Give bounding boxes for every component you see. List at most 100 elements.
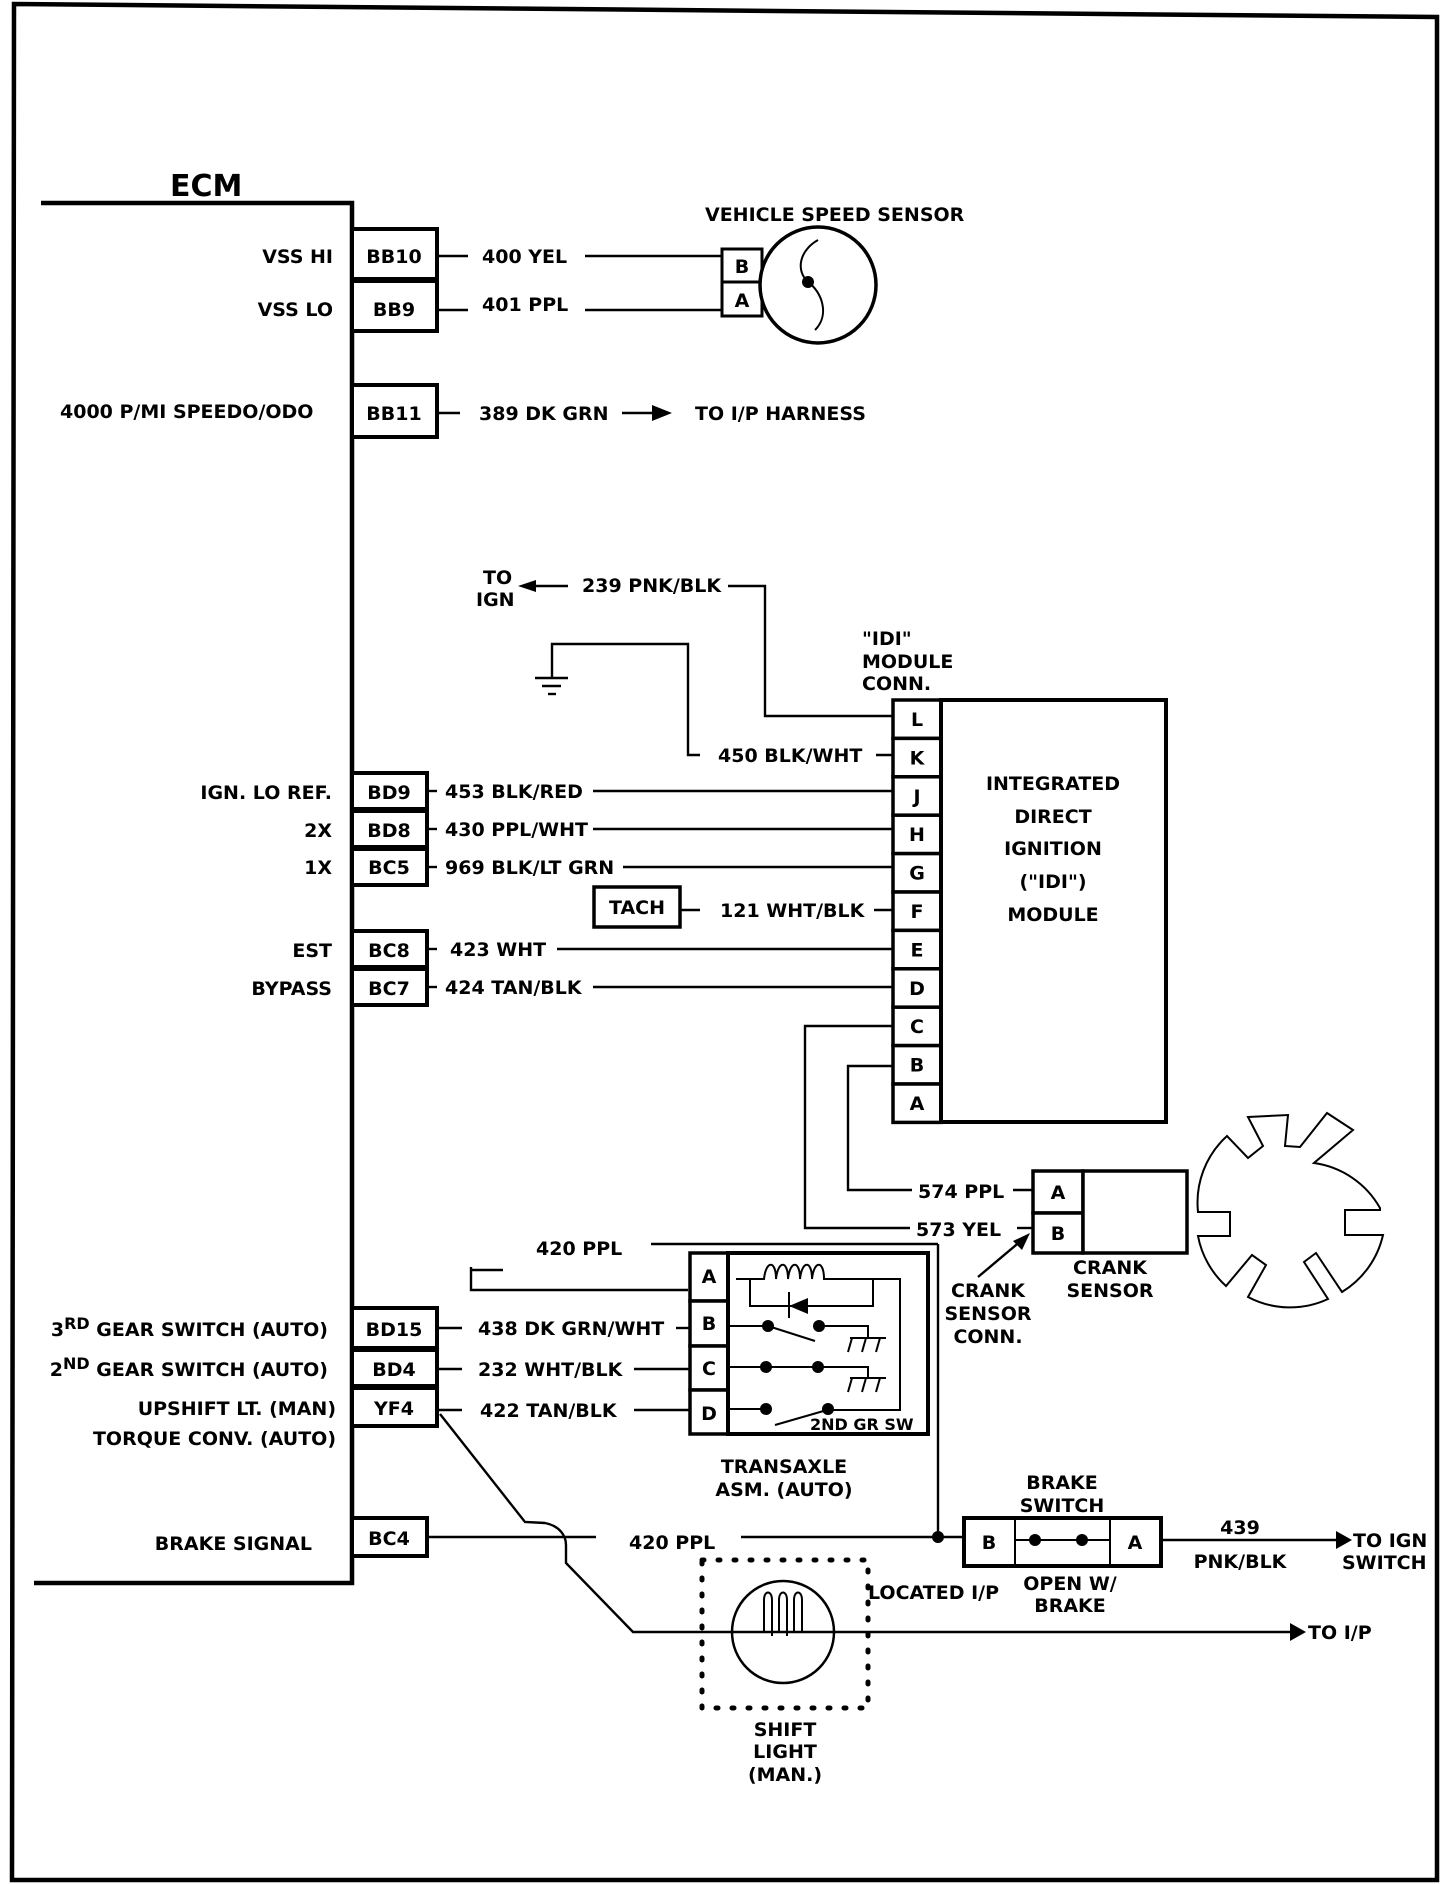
svg-text:VSS HI: VSS HI xyxy=(262,246,333,268)
svg-text:BC8: BC8 xyxy=(368,940,410,962)
svg-text:573 YEL: 573 YEL xyxy=(916,1219,1001,1241)
svg-text:PNK/BLK: PNK/BLK xyxy=(1194,1551,1288,1573)
svg-text:BD9: BD9 xyxy=(367,782,410,804)
svg-text:DIRECT: DIRECT xyxy=(1014,806,1091,828)
svg-text:TO: TO xyxy=(483,567,512,589)
svg-text:EST: EST xyxy=(292,940,332,962)
svg-text:424 TAN/BLK: 424 TAN/BLK xyxy=(445,977,583,999)
idi-pin-label: J xyxy=(911,786,920,808)
svg-text:BB10: BB10 xyxy=(366,246,421,268)
svg-text:CRANK: CRANK xyxy=(951,1280,1026,1302)
svg-text:450 BLK/WHT: 450 BLK/WHT xyxy=(718,745,862,767)
svg-text:"IDI": "IDI" xyxy=(862,628,912,650)
svg-text:969 BLK/LT GRN: 969 BLK/LT GRN xyxy=(445,857,614,879)
svg-text:TO IGN: TO IGN xyxy=(1353,1530,1427,1552)
svg-text:LOCATED I/P: LOCATED I/P xyxy=(868,1582,999,1604)
svg-text:574 PPL: 574 PPL xyxy=(918,1181,1004,1203)
vehicle-speed-sensor: VEHICLE SPEED SENSOR B A xyxy=(705,204,965,345)
svg-text:SHIFT: SHIFT xyxy=(754,1719,817,1741)
svg-text:420 PPL: 420 PPL xyxy=(629,1532,715,1554)
ecm-pin-BD15: BD15 3RD GEAR SWITCH (AUTO) xyxy=(51,1306,439,1350)
reluctor-wheel-icon xyxy=(1196,1111,1385,1309)
splice-dot xyxy=(932,1531,944,1543)
svg-text:D: D xyxy=(701,1403,717,1425)
wire-969-blk-lt-grn: 969 BLK/LT GRN xyxy=(427,857,893,879)
ecm-pin-BB10: BB10 VSS HI xyxy=(262,227,439,281)
transaxle-assembly: 420 PPL A B C D 2ND GR SW xyxy=(469,1238,940,1543)
wire-389-dk-grn: 389 DK GRN TO I/P HARNESS xyxy=(437,403,866,425)
wire-420-ppl-brake: 420 PPL xyxy=(427,1531,963,1554)
tach-wire: TACH 121 WHT/BLK xyxy=(592,885,893,929)
svg-text:423 WHT: 423 WHT xyxy=(450,939,546,961)
svg-text:400 YEL: 400 YEL xyxy=(482,246,567,268)
svg-text:420 PPL: 420 PPL xyxy=(536,1238,622,1260)
wire-422-tan-blk: 422 TAN/BLK xyxy=(437,1400,700,1634)
ecm-pin-BB9: BB9 VSS LO xyxy=(258,279,439,333)
ecm-pin-BB11: BB11 4000 P/MI SPEEDO/ODO xyxy=(60,383,439,439)
idi-pin-label: F xyxy=(911,901,924,923)
ecm-pin-BC7: BC7 BYPASS xyxy=(251,967,429,1007)
ground-icon xyxy=(847,1377,886,1393)
idi-pin-B xyxy=(891,1043,943,1086)
svg-text:IGN: IGN xyxy=(476,589,515,611)
idi-module: INTEGRATED DIRECT IGNITION ("IDI") MODUL… xyxy=(939,698,1168,1124)
svg-text:SENSOR: SENSOR xyxy=(944,1303,1031,1325)
idi-pin-label: L xyxy=(911,709,923,731)
svg-text:430 PPL/WHT: 430 PPL/WHT xyxy=(445,819,588,841)
svg-text:SWITCH: SWITCH xyxy=(1342,1552,1427,1574)
ground-icon xyxy=(847,1337,886,1353)
svg-text:BRAKE SIGNAL: BRAKE SIGNAL xyxy=(155,1533,312,1555)
svg-text:439: 439 xyxy=(1220,1517,1260,1539)
pointer-arrow-icon xyxy=(1013,1233,1030,1250)
wire-450-blk-wht: 450 BLK/WHT xyxy=(535,642,893,767)
svg-text:BC5: BC5 xyxy=(368,857,410,879)
svg-text:B: B xyxy=(1051,1223,1065,1245)
located-ip-boundary xyxy=(699,1557,871,1711)
svg-text:SWITCH: SWITCH xyxy=(1020,1495,1105,1517)
torque-conv-label: TORQUE CONV. (AUTO) xyxy=(93,1428,336,1450)
ecm-title: ECM xyxy=(170,169,242,204)
svg-text:CONN.: CONN. xyxy=(953,1326,1022,1348)
svg-text:BB9: BB9 xyxy=(373,299,415,321)
svg-text:TO I/P: TO I/P xyxy=(1308,1622,1372,1644)
wire-424-tan-blk: 424 TAN/BLK xyxy=(427,977,893,999)
ecm-pin-YF4: YF4 UPSHIFT LT. (MAN) TORQUE CONV. (AUTO… xyxy=(93,1386,439,1450)
svg-text:C: C xyxy=(702,1358,716,1380)
svg-text:CRANK: CRANK xyxy=(1073,1257,1148,1279)
ecm-pin-BC4: BC4 BRAKE SIGNAL xyxy=(155,1516,429,1558)
bulb-filament-icon xyxy=(763,1591,803,1636)
ecm-pin-BC8: BC8 EST xyxy=(292,929,429,969)
svg-text:B: B xyxy=(735,256,749,278)
svg-text:2ND GEAR SWITCH (AUTO): 2ND GEAR SWITCH (AUTO) xyxy=(50,1354,328,1381)
svg-text:453 BLK/RED: 453 BLK/RED xyxy=(445,781,583,803)
svg-text:BD15: BD15 xyxy=(366,1319,423,1341)
ecm-pin-BD4: BD4 2ND GEAR SWITCH (AUTO) xyxy=(50,1348,439,1388)
wire-430-ppl-wht: 430 PPL/WHT xyxy=(427,819,893,841)
idi-pin-label: H xyxy=(909,824,925,846)
svg-text:ASM. (AUTO): ASM. (AUTO) xyxy=(715,1479,852,1501)
svg-text:TO I/P HARNESS: TO I/P HARNESS xyxy=(695,403,866,425)
crank-sensor: A B CRANK SENSOR CRANK SENSOR CONN. xyxy=(944,1169,1189,1348)
svg-text:OPEN W/: OPEN W/ xyxy=(1023,1573,1117,1595)
wire-453-blk-red: 453 BLK/RED xyxy=(427,781,893,803)
svg-text:A: A xyxy=(735,290,750,312)
wire-423-wht: 423 WHT xyxy=(427,939,893,961)
arrow-left-icon xyxy=(518,580,536,592)
svg-text:VEHICLE SPEED SENSOR: VEHICLE SPEED SENSOR xyxy=(705,204,965,226)
svg-text:B: B xyxy=(702,1313,716,1335)
brake-switch: BRAKE SWITCH B A OPEN W/ BRAKE 439 PNK/B… xyxy=(962,1472,1427,1617)
svg-text:A: A xyxy=(1051,1182,1066,1204)
arrow-right-icon xyxy=(1336,1531,1352,1549)
svg-text:YF4: YF4 xyxy=(373,1398,414,1420)
svg-text:("IDI"): ("IDI") xyxy=(1019,871,1086,893)
svg-text:401 PPL: 401 PPL xyxy=(482,294,568,316)
arrow-right-icon xyxy=(1290,1623,1306,1641)
arrow-right-icon xyxy=(652,405,672,421)
svg-text:121 WHT/BLK: 121 WHT/BLK xyxy=(720,900,866,922)
wire-232-wht-blk: 232 WHT/BLK xyxy=(437,1359,690,1381)
idi-pin-label: K xyxy=(910,747,926,769)
svg-text:TRANSAXLE: TRANSAXLE xyxy=(721,1456,847,1478)
svg-text:(MAN.): (MAN.) xyxy=(748,1764,822,1786)
svg-text:BC7: BC7 xyxy=(368,978,410,1000)
svg-text:232 WHT/BLK: 232 WHT/BLK xyxy=(478,1359,624,1381)
